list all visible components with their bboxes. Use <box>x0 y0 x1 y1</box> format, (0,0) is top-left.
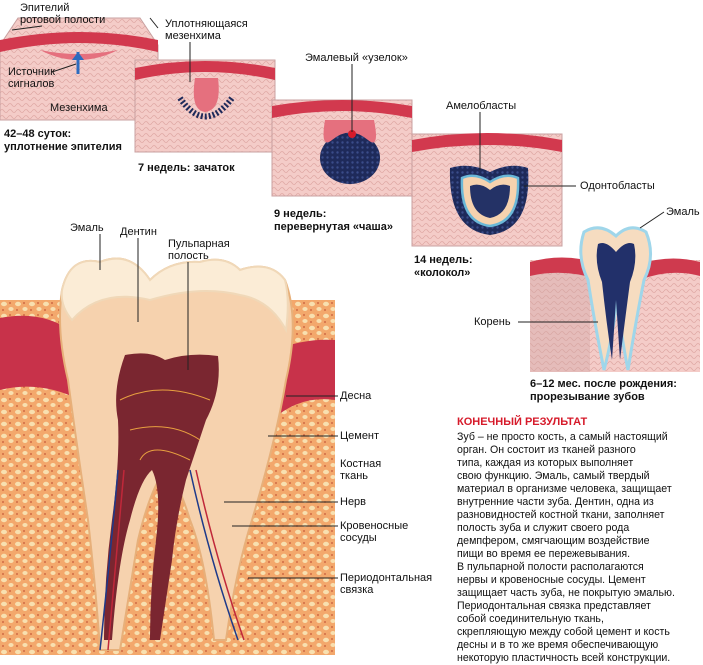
final-result-line: пищи во время ее пережевывания. <box>457 548 631 560</box>
final-result-block: КОНЕЧНЫЙ РЕЗУЛЬТАТ Зуб – не просто кость… <box>457 416 697 665</box>
label-line: ротовой полости <box>20 14 106 26</box>
label-line: полость <box>168 250 209 262</box>
caption-stage-2: 7 недель: зачаток <box>138 162 235 175</box>
label-line: Кровеносные <box>340 520 409 532</box>
label-cement: Цемент <box>340 430 380 442</box>
final-result-line: полость зуба и служит своего рода <box>457 522 630 534</box>
stage-1-panel <box>0 17 159 121</box>
caption-line: 14 недель: <box>414 254 473 266</box>
caption-line: «колокол» <box>414 267 471 279</box>
final-result-line: собой соединительную ткань, <box>457 613 604 625</box>
final-result-line: свою функцию. Эмаль, самый твердый <box>457 470 650 482</box>
caption-line: прорезывание зубов <box>530 391 645 403</box>
final-result-line: Зуб – не просто кость, а самый настоящий <box>457 431 668 443</box>
caption-line: перевернутая «чаша» <box>274 221 393 233</box>
final-result-line: Периодонтальная связка представляет <box>457 600 651 612</box>
label-enamel: Эмаль <box>70 222 104 234</box>
label-ameloblasts: Амелобласты <box>446 100 517 112</box>
label-bone-tissue: Костная ткань <box>340 458 381 482</box>
label-line: Костная <box>340 458 382 470</box>
final-result-line: внутренние части зуба. Дентин, одна из <box>457 496 654 508</box>
final-result-line: демпфером, смягчающим воздействие <box>457 535 650 547</box>
caption-line: 42–48 суток: <box>4 128 72 140</box>
final-result-line: разновидностей костной ткани, заполняет <box>457 509 665 521</box>
caption-line: уплотнение эпителия <box>4 141 122 153</box>
leader-lines <box>11 17 665 579</box>
label-line: Уплотняющаяся <box>165 18 248 30</box>
label-enamel-knot: Эмалевый «узелок» <box>305 52 408 64</box>
label-mesenchyme: Мезенхима <box>50 102 108 114</box>
label-gum: Десна <box>340 390 372 402</box>
label-enamel-small: Эмаль <box>666 206 700 218</box>
final-result-line: материал в организме человека, защищает <box>457 483 672 495</box>
label-root: Корень <box>474 316 511 328</box>
caption-stage-1: 42–48 суток: уплотнение эпителия <box>4 128 122 154</box>
caption-line: 6–12 мес. после рождения: <box>530 378 677 390</box>
stage-2-panel <box>134 59 276 153</box>
label-line: сосуды <box>340 532 377 544</box>
label-line: ткань <box>340 470 369 482</box>
final-result-heading: КОНЕЧНЫЙ РЕЗУЛЬТАТ <box>457 416 588 428</box>
label-line: Эпителий <box>20 2 70 14</box>
label-line: Пульпарная <box>168 238 230 250</box>
stage-4-panel <box>411 133 563 247</box>
final-result-line: орган. Он состоит из тканей разного <box>457 444 636 456</box>
label-pulp-cavity: Пульпарная полость <box>168 238 230 262</box>
label-odontoblasts: Одонтобласты <box>580 180 655 192</box>
caption-stage-4: 14 недель: «колокол» <box>414 254 473 280</box>
stage-5-panel <box>530 226 700 372</box>
final-result-line: типа, каждая из которых выполняет <box>457 457 634 469</box>
label-line: Периодонтальная <box>340 572 433 584</box>
caption-stage-3: 9 недель: перевернутая «чаша» <box>274 208 393 234</box>
label-line: мезенхима <box>165 30 221 42</box>
stage-3-panel <box>271 99 413 197</box>
final-result-line: десны и в то же время обеспечивающую <box>457 639 659 651</box>
label-line: сигналов <box>8 78 55 90</box>
final-result-line: нервы и кровеносные сосуды. Цемент <box>457 574 646 586</box>
caption-line: 9 недель: <box>274 208 327 220</box>
label-periodontal-ligament: Периодонтальная связка <box>340 572 432 596</box>
label-blood-vessels: Кровеносные сосуды <box>340 520 408 544</box>
final-result-line: В пульпарной полости располагаются <box>457 561 644 573</box>
label-dentin: Дентин <box>120 226 157 238</box>
label-line: Источник <box>8 66 55 78</box>
final-result-line: защищает часть зуба, не покрытую эмалью. <box>457 587 675 599</box>
label-condensing-mesenchyme: Уплотняющаяся мезенхима <box>165 18 248 42</box>
final-result-text: Зуб – не просто кость, а самый настоящий… <box>457 431 697 665</box>
caption-line: 7 недель: зачаток <box>138 162 235 174</box>
label-nerve: Нерв <box>340 496 367 508</box>
large-tooth <box>59 257 294 651</box>
final-result-line: скрепляющую между собой цемент и кость <box>457 626 670 638</box>
caption-stage-5: 6–12 мес. после рождения: прорезывание з… <box>530 378 677 404</box>
label-signal-source: Источник сигналов <box>8 66 55 90</box>
label-oral-epithelium: Эпителий ротовой полости <box>20 2 105 26</box>
label-line: связка <box>340 584 374 596</box>
